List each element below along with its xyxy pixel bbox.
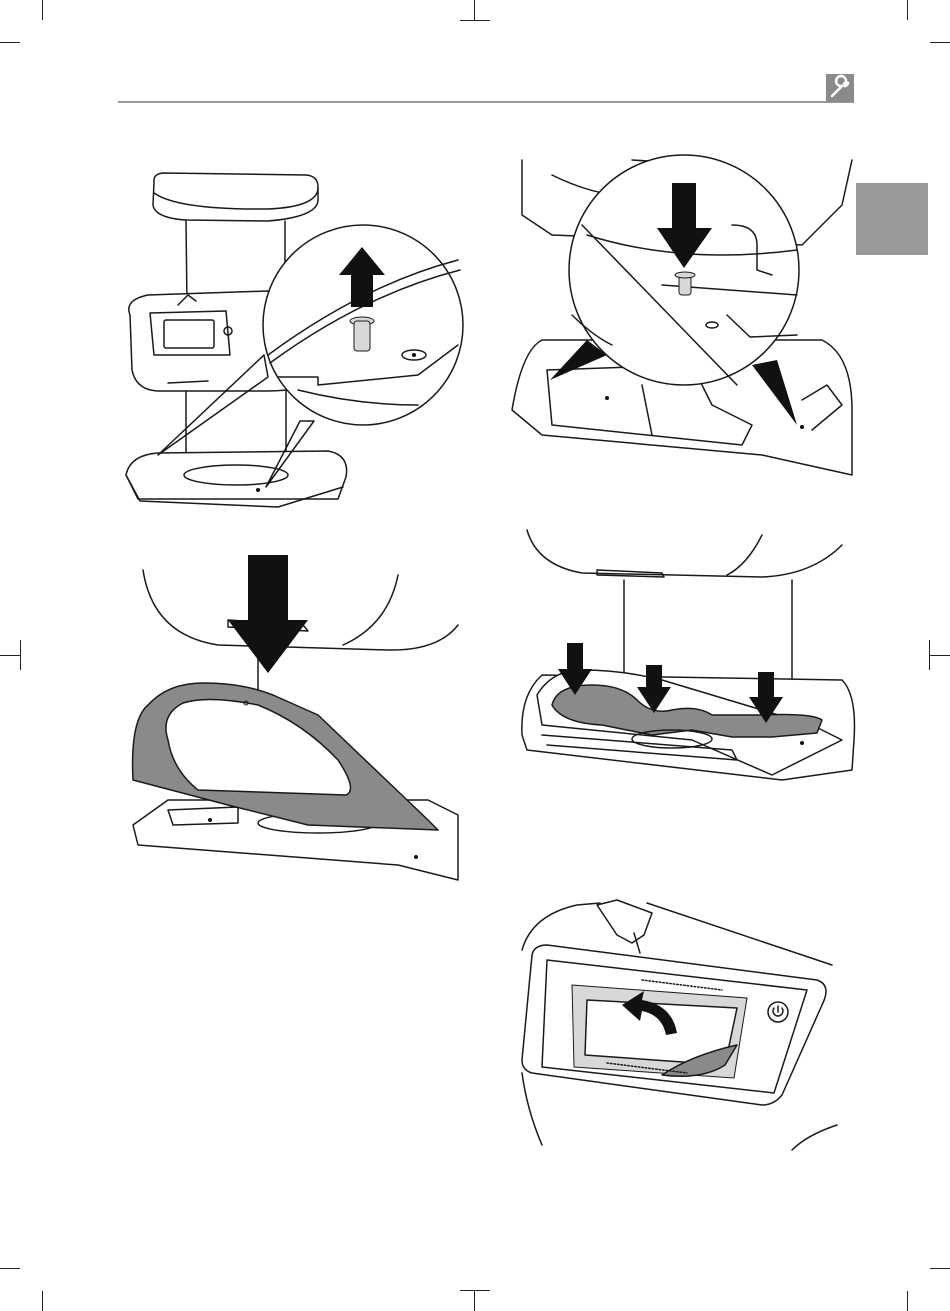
crop-mark: [0, 655, 20, 656]
header-rule: [118, 101, 854, 103]
figure-unscrew: [118, 165, 478, 525]
crop-mark: [460, 1290, 490, 1291]
figure-insert-screw: [512, 155, 857, 490]
crop-mark: [42, 1291, 43, 1311]
crop-mark: [474, 0, 475, 20]
wrench-icon: [826, 74, 854, 102]
crop-mark: [474, 1291, 475, 1311]
chapter-tab: [856, 183, 928, 255]
crop-mark: [930, 1268, 950, 1269]
crop-mark: [42, 0, 43, 20]
crop-mark: [907, 1291, 908, 1311]
crop-mark: [907, 0, 908, 20]
arrow-down-icon: [228, 555, 308, 673]
crop-mark: [20, 640, 21, 670]
crop-mark: [929, 640, 930, 670]
crop-mark: [460, 20, 490, 21]
figure-place-cover: [128, 555, 473, 885]
crop-mark: [930, 42, 950, 43]
figure-press-cover: [512, 525, 857, 795]
section-icon-box: [826, 74, 854, 102]
crop-mark: [930, 655, 950, 656]
figure-peel-film: [512, 895, 842, 1155]
crop-mark: [0, 42, 20, 43]
crop-mark: [0, 1268, 20, 1269]
